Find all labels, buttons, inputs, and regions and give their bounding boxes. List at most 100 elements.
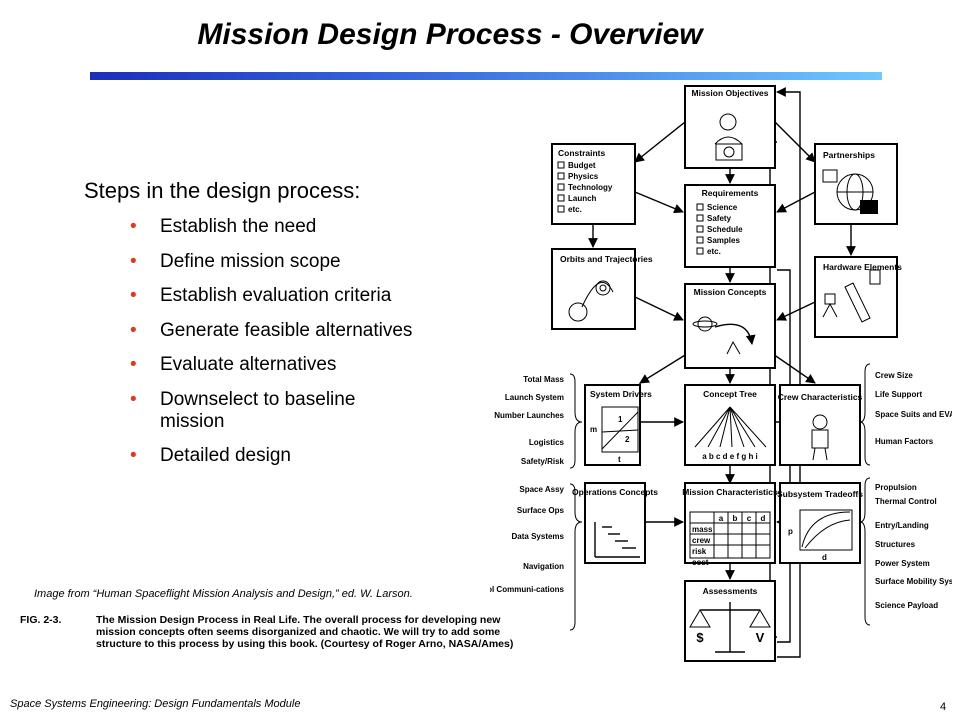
ops-label: Data Systems xyxy=(512,532,565,541)
right-crew-labels: Crew Size Life Support Space Suits and E… xyxy=(859,363,952,466)
step-item: • Downselect to baseline mission xyxy=(130,389,410,433)
subsys-label: Propulsion xyxy=(875,483,917,492)
constraint-item: Launch xyxy=(568,194,597,203)
left-ops-labels: Space Assy Surface Ops Data Systems Navi… xyxy=(490,483,583,631)
hardware-box: Hardware Elements xyxy=(814,256,902,338)
system-drivers-title: System Drivers xyxy=(590,389,652,399)
subsystem-tradeoffs-title: Subsystem Tradeoffs xyxy=(777,489,863,499)
requirement-item: Schedule xyxy=(707,225,743,234)
footer-text: Space Systems Engineering: Design Fundam… xyxy=(10,698,301,710)
subsystem-d: d xyxy=(822,553,827,562)
step-item: • Establish evaluation criteria xyxy=(130,285,490,307)
step-label: Establish the need xyxy=(160,216,317,237)
bullet-icon: • xyxy=(130,354,137,375)
mission-char-col: d xyxy=(761,514,766,523)
assessments-title: Assessments xyxy=(703,586,758,596)
mission-concepts-box: Mission Concepts xyxy=(684,283,776,369)
step-item: • Generate feasible alternatives xyxy=(130,320,490,342)
system-drivers-m: m xyxy=(590,425,597,434)
constraints-box: Constraints Budget Physics Technology La… xyxy=(551,143,636,225)
constraint-item: etc. xyxy=(568,205,582,214)
ops-label: Navigation xyxy=(523,562,564,571)
bullet-icon: • xyxy=(130,319,137,341)
orbits-label: Orbits and Trajectories xyxy=(560,254,653,264)
mission-objectives-label: Mission Objectives xyxy=(692,88,769,98)
concept-tree-letters: a b c d e f g h i xyxy=(702,452,758,461)
assessments-v: V xyxy=(756,630,765,645)
mission-design-diagram: Mission Objectives Constraints Budget Ph… xyxy=(490,85,952,662)
partnerships-label: Partnerships xyxy=(823,150,875,160)
mission-char-row: cost xyxy=(692,558,709,567)
assessments-box: Assessments $ V xyxy=(684,580,776,662)
page-number: 4 xyxy=(940,701,947,713)
bullet-icon: • xyxy=(130,250,137,272)
step-label: Evaluate alternatives xyxy=(160,354,337,375)
driver-label: Total Mass xyxy=(523,375,564,384)
figure-caption-text: The Mission Design Process in Real Life.… xyxy=(96,614,514,650)
mission-characteristics-title: Mission Characteristics xyxy=(682,487,778,497)
ops-label: Surface Ops xyxy=(517,506,565,515)
step-label: Generate feasible alternatives xyxy=(160,319,413,341)
subsys-label: Power System xyxy=(875,559,930,568)
subsys-label: Thermal Control xyxy=(875,497,937,506)
mission-objectives-box: Mission Objectives xyxy=(684,85,776,169)
steps-heading: Steps in the design process: xyxy=(84,178,361,203)
operations-concepts-label: Operations Concepts xyxy=(572,487,658,497)
step-label: Downselect to baseline mission xyxy=(160,388,356,432)
orbits-box: Orbits and Trajectories xyxy=(551,248,653,330)
requirement-item: Safety xyxy=(707,214,732,223)
subsys-label: Surface Mobility System xyxy=(875,577,952,586)
crew-characteristics-label: Crew Characteristics xyxy=(778,392,863,402)
system-drivers-1: 1 xyxy=(618,415,623,424)
requirements-box: Requirements Science Safety Schedule Sam… xyxy=(684,184,776,268)
ops-label: Command Control Communi-cations xyxy=(490,585,565,594)
steps-list: • Establish the need •Define mission scop… xyxy=(130,216,490,480)
operations-concepts-box: Operations Concepts xyxy=(572,482,658,564)
subsys-label: Entry/Landing xyxy=(875,521,929,530)
subsys-label: Structures xyxy=(875,540,916,549)
right-subsystem-labels: Propulsion Thermal Control Entry/Landing… xyxy=(859,477,952,626)
crew-characteristics-box: Crew Characteristics xyxy=(778,384,863,466)
step-item: • Establish the need xyxy=(130,216,490,238)
step-label: Establish evaluation criteria xyxy=(160,285,392,306)
constraints-title: Constraints xyxy=(558,148,606,158)
left-driver-labels: Total Mass Launch System Number Launches… xyxy=(494,373,583,469)
driver-label: Number Launches xyxy=(494,411,564,420)
driver-label: Safety/Risk xyxy=(521,457,565,466)
requirement-item: Science xyxy=(707,203,738,212)
mission-char-row: mass xyxy=(692,525,713,534)
mission-char-col: b xyxy=(733,514,738,523)
partnerships-box: Partnerships xyxy=(814,143,898,225)
constraint-item: Budget xyxy=(568,161,596,170)
constraint-item: Technology xyxy=(568,183,613,192)
step-item: • Evaluate alternatives xyxy=(130,354,490,376)
subsystem-p: p xyxy=(788,527,793,536)
driver-label: Logistics xyxy=(529,438,565,447)
step-item: •Detailed design xyxy=(130,445,490,467)
crew-label: Human Factors xyxy=(875,437,934,446)
assessments-dollar: $ xyxy=(696,630,704,645)
constraint-item: Physics xyxy=(568,172,599,181)
requirement-item: etc. xyxy=(707,247,721,256)
crew-label: Space Suits and EVA xyxy=(875,410,952,419)
mission-char-col: a xyxy=(719,514,724,523)
mission-characteristics-box: Mission Characteristics a b c d mass cre… xyxy=(682,482,778,567)
driver-label: Launch System xyxy=(505,393,564,402)
system-drivers-box: System Drivers m 1 2 t xyxy=(584,384,652,466)
system-drivers-t: t xyxy=(618,455,621,464)
hardware-label: Hardware Elements xyxy=(823,262,902,272)
mission-concepts-label: Mission Concepts xyxy=(694,287,767,297)
step-item: •Define mission scope xyxy=(130,251,490,273)
bullet-icon: • xyxy=(130,216,137,237)
page-title: Mission Design Process - Overview xyxy=(197,18,703,51)
crew-label: Life Support xyxy=(875,390,922,399)
requirements-title: Requirements xyxy=(702,188,759,198)
subsystem-tradeoffs-box: Subsystem Tradeoffs p d xyxy=(777,482,863,564)
subsys-label: Science Payload xyxy=(875,601,938,610)
title-underline xyxy=(90,72,882,80)
bullet-icon: • xyxy=(130,388,137,410)
mission-char-row: risk xyxy=(692,547,707,556)
ops-label: Space Assy xyxy=(519,485,564,494)
bullet-icon: • xyxy=(130,285,137,306)
step-label: Detailed design xyxy=(160,445,291,466)
